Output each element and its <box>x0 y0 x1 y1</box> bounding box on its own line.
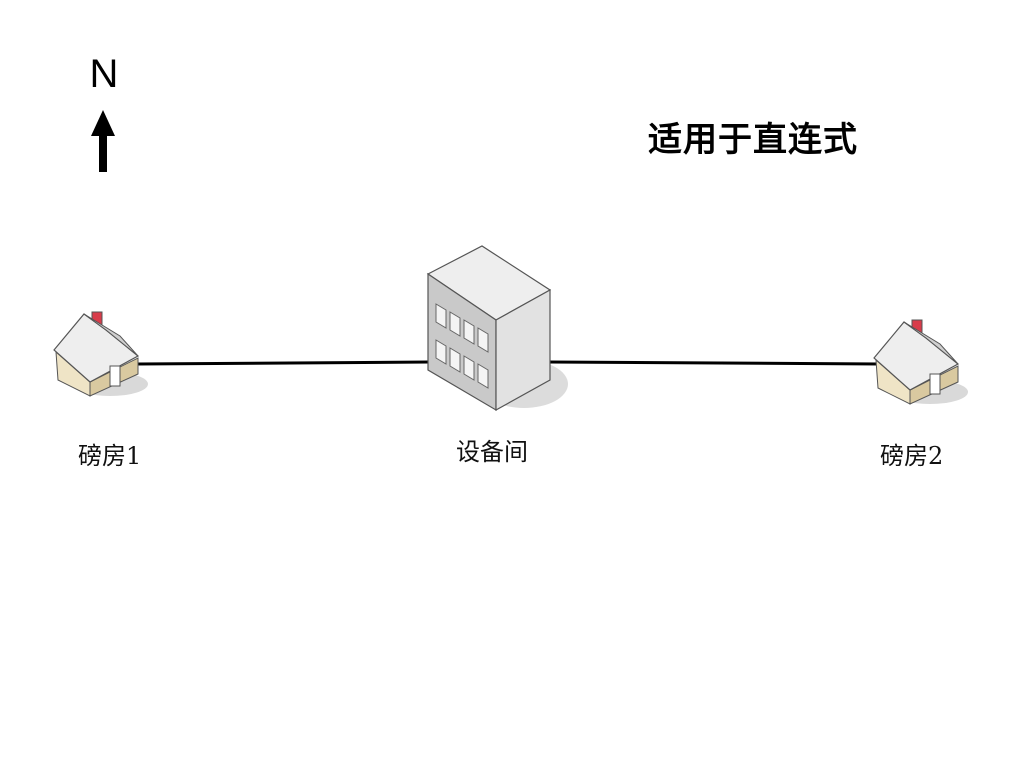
center-building-label: 设备间 <box>456 438 528 466</box>
diagram-title: 适用于直连式 <box>648 120 858 160</box>
house-icon <box>873 319 968 405</box>
right-house-label: 磅房2 <box>880 442 944 470</box>
north-arrow-icon <box>91 110 115 172</box>
left-house-label: 磅房1 <box>78 442 142 470</box>
north-label: N <box>89 52 119 96</box>
office-building-icon <box>426 245 568 412</box>
link-left-to-center <box>137 360 431 366</box>
link-center-to-right <box>547 360 881 366</box>
house-icon <box>53 311 148 397</box>
